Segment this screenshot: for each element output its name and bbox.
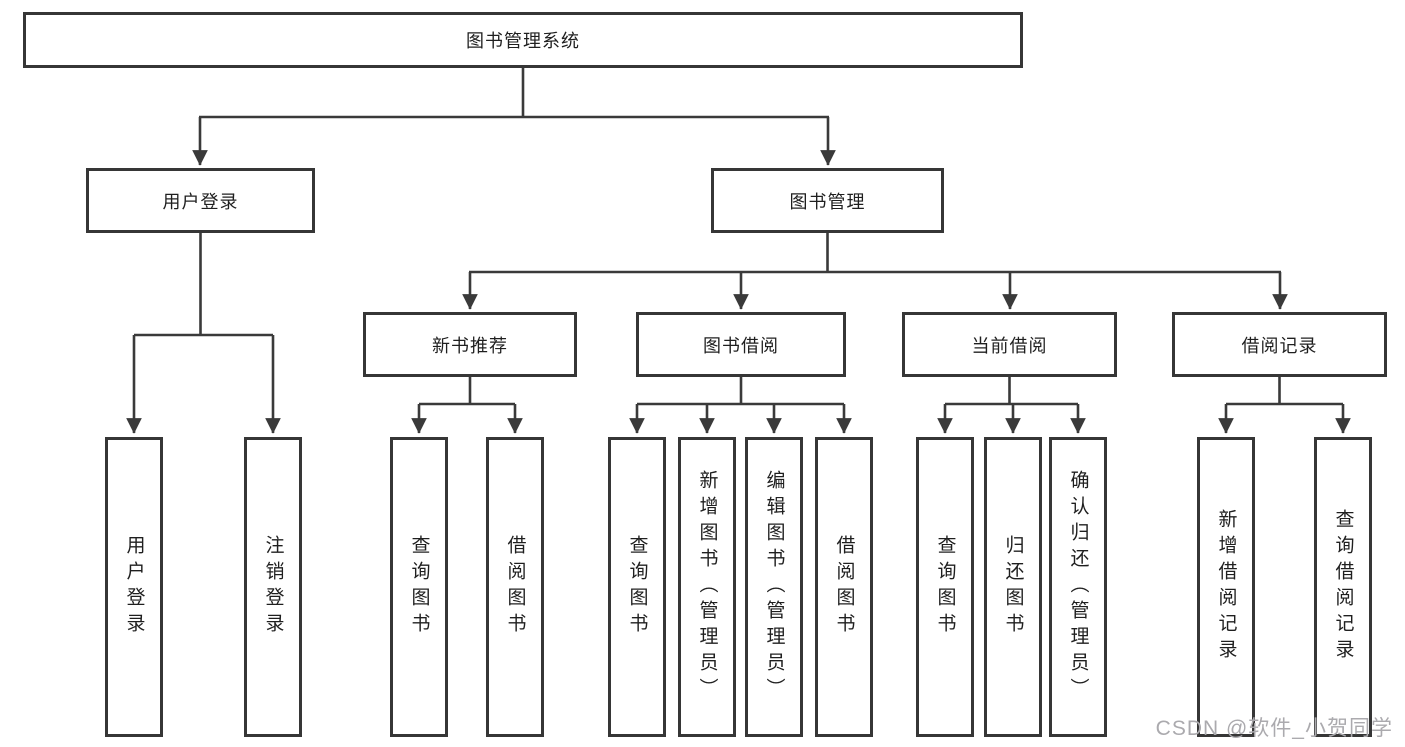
leaf-records-add-borrow-record: 新增借阅记录 [1197,437,1255,737]
leaf-current-confirm-return-admin: 确认归还（管理员） [1049,437,1107,737]
connector-root-trunk [199,68,829,119]
leaf-label: 注销登录 [262,535,284,639]
leaf-label: 新增图书（管理员） [696,470,718,704]
leaf-user-login: 用户登录 [105,437,163,737]
leaf-label: 借阅图书 [833,535,855,639]
leaf-label: 编辑图书（管理员） [763,470,785,704]
leaf-current-query-books: 查询图书 [916,437,974,737]
node-current-borrow: 当前借阅 [902,312,1117,377]
node-label: 新书推荐 [432,335,508,356]
connector-bookmgmt-trunk [469,233,1281,274]
leaf-label: 确认归还（管理员） [1067,470,1089,704]
leaf-label: 查询图书 [934,535,956,639]
connector-recommend-trunk [419,377,515,406]
leaf-recommend-borrow-books: 借阅图书 [486,437,544,737]
node-label: 当前借阅 [971,335,1048,356]
leaf-recommend-query-books: 查询图书 [390,437,448,737]
csdn-watermark: CSDN @软件_小贺同学 [1155,717,1393,740]
node-book-management: 图书管理 [711,168,944,233]
node-book-borrow: 图书借阅 [636,312,846,377]
node-library-management-system: 图书管理系统 [23,12,1023,68]
leaf-borrow-add-books-admin: 新增图书（管理员） [678,437,736,737]
connector-user-trunk [134,233,273,337]
connector-records-trunk [1226,377,1343,406]
leaf-label: 归还图书 [1002,535,1024,639]
leaf-label: 用户登录 [123,535,145,639]
node-label: 借阅记录 [1241,335,1318,356]
connector-current-trunk [945,377,1078,406]
leaf-label: 借阅图书 [504,535,526,639]
leaf-label: 查询图书 [626,535,648,639]
node-new-book-recommend: 新书推荐 [363,312,577,377]
node-label: 图书管理系统 [466,31,580,51]
leaf-records-query-borrow-record: 查询借阅记录 [1314,437,1372,737]
node-user-login-group: 用户登录 [86,168,315,233]
node-label: 图书借阅 [703,335,779,356]
node-label: 图书管理 [789,191,866,212]
leaf-borrow-edit-books-admin: 编辑图书（管理员） [745,437,803,737]
leaf-borrow-borrow-books: 借阅图书 [815,437,873,737]
leaf-label: 查询借阅记录 [1332,509,1354,665]
leaf-label: 新增借阅记录 [1215,509,1237,665]
connector-borrow-trunk [637,377,844,406]
node-borrow-records: 借阅记录 [1172,312,1387,377]
node-label: 用户登录 [162,191,239,212]
leaf-borrow-query-books: 查询图书 [608,437,666,737]
leaf-logout: 注销登录 [244,437,302,737]
leaf-label: 查询图书 [408,535,430,639]
leaf-current-return-books: 归还图书 [984,437,1042,737]
